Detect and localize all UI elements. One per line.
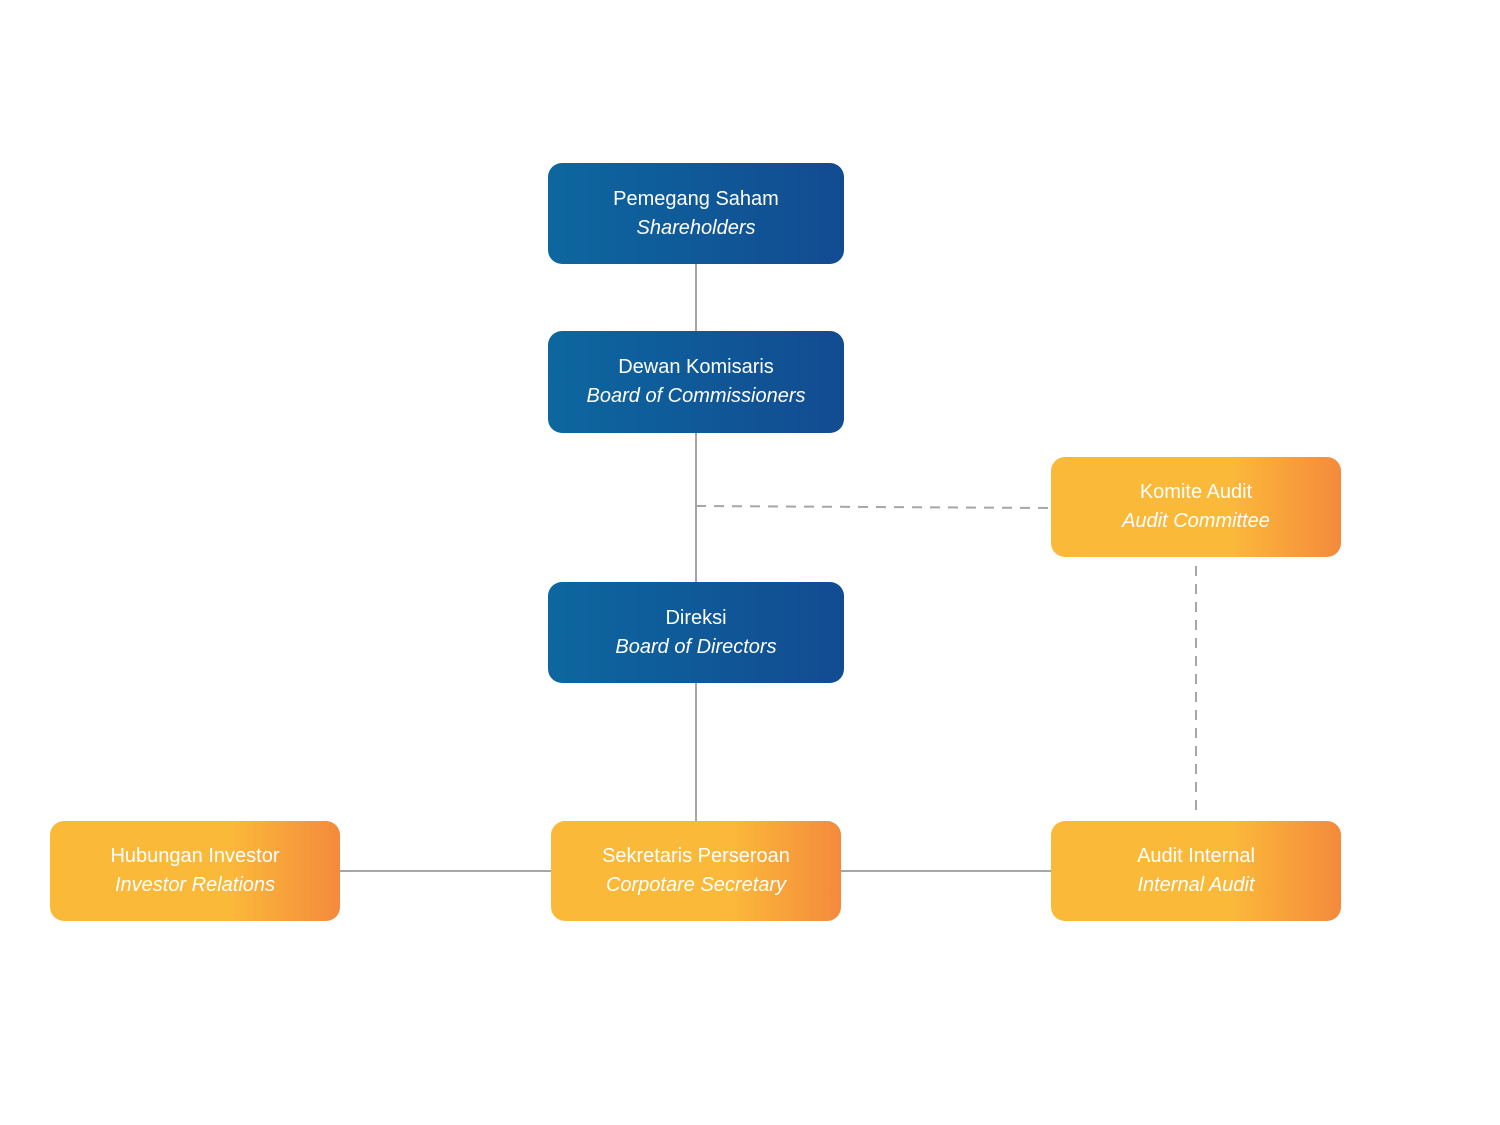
node-subtitle: Shareholders: [636, 216, 756, 239]
node-shareholders: Pemegang Saham Shareholders: [548, 163, 844, 264]
node-internal-audit: Audit Internal Internal Audit: [1051, 821, 1341, 921]
node-board-of-directors: Direksi Board of Directors: [548, 582, 844, 683]
node-subtitle: Internal Audit: [1137, 874, 1255, 896]
node-title: Pemegang Saham: [613, 187, 779, 210]
node-investor-relations: Hubungan Investor Investor Relations: [50, 821, 340, 921]
node-subtitle: Board of Directors: [615, 635, 777, 658]
node-title: Direksi: [665, 606, 727, 629]
node-subtitle: Investor Relations: [114, 874, 276, 896]
node-subtitle: Board of Commissioners: [586, 385, 806, 407]
node-title: Audit Internal: [1137, 845, 1255, 867]
node-title: Komite Audit: [1139, 481, 1253, 503]
node-board-of-commissioners: Dewan Komisaris Board of Commissioners: [548, 331, 844, 433]
node-title: Hubungan Investor: [110, 845, 280, 867]
node-audit-committee: Komite Audit Audit Committee: [1051, 457, 1341, 557]
line-commissioners-to-audit-committee: [695, 505, 1052, 509]
node-title: Dewan Komisaris: [618, 356, 774, 378]
node-corporate-secretary: Sekretaris Perseroan Corpotare Secretary: [551, 821, 841, 921]
node-subtitle: Corpotare Secretary: [605, 874, 787, 896]
node-title: Sekretaris Perseroan: [602, 845, 790, 867]
node-subtitle: Audit Committee: [1122, 510, 1270, 532]
